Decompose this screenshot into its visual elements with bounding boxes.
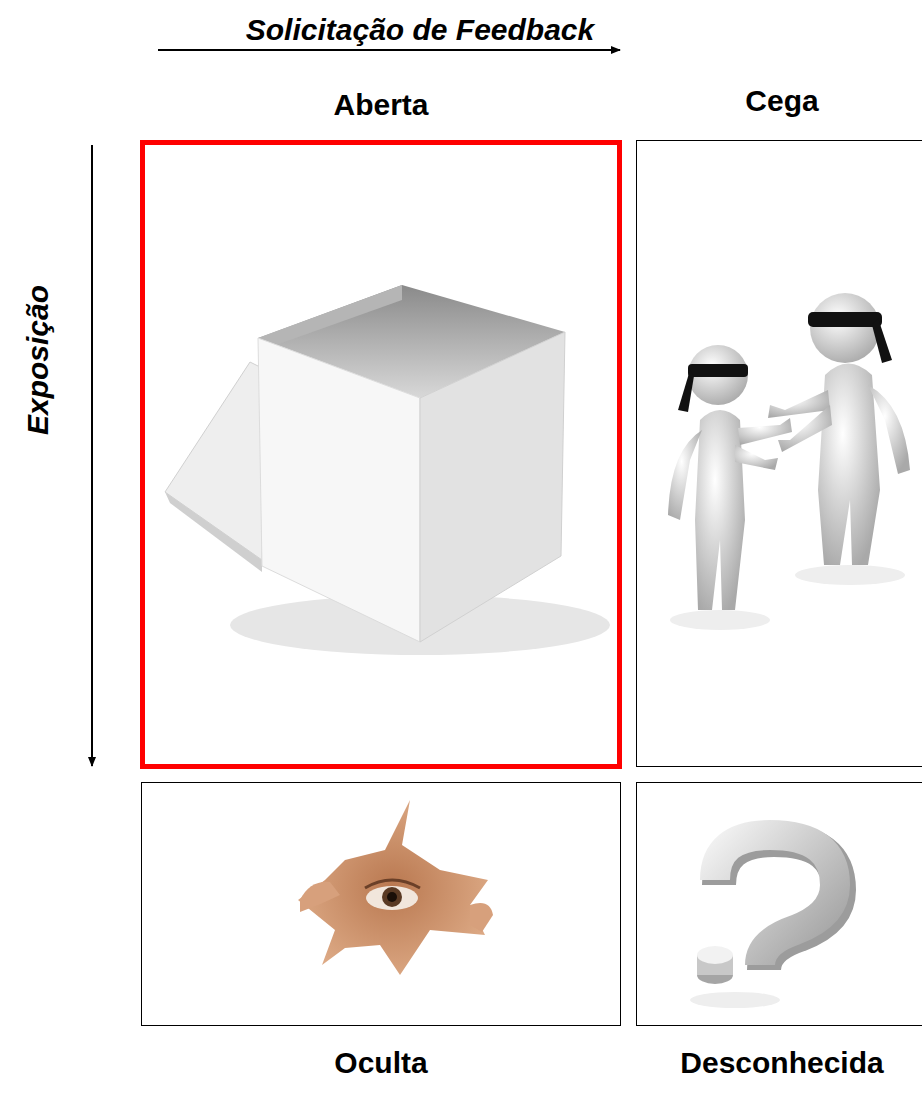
horizontal-axis-arrow — [158, 49, 620, 51]
peeking-eye-picture — [298, 800, 493, 975]
question-mark-picture — [690, 835, 839, 1008]
blindfolded-figures-picture — [668, 293, 910, 630]
quadrant-heading: Desconhecida — [637, 1045, 922, 1081]
quadrant-box: Desconhecida — [636, 782, 922, 1026]
quadrant-heading: Cega — [637, 83, 922, 119]
quadrant-heading: Aberta — [145, 87, 617, 123]
vertical-axis-arrow — [91, 145, 93, 766]
quadrant-box: Oculta — [141, 782, 621, 1026]
axis-title: Solicitação de Feedback — [120, 12, 720, 48]
quadrant-box: Aberta — [140, 140, 622, 769]
open-box-picture — [165, 285, 610, 655]
axis-title: Exposição — [20, 260, 56, 460]
quadrant-box: Cega — [636, 140, 922, 767]
quadrant-heading: Oculta — [142, 1045, 620, 1081]
